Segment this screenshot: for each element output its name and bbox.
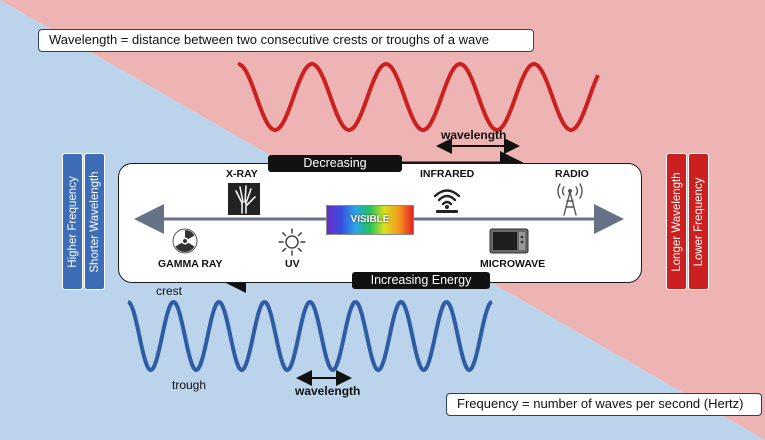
frequency-definition-box: Frequency = number of waves per second (… bbox=[446, 393, 762, 416]
microwave-label: MICROWAVE bbox=[480, 258, 546, 270]
xray-label: X-RAY bbox=[226, 168, 258, 180]
infrared-label: INFRARED bbox=[420, 168, 475, 180]
wavelength-definition-text: Wavelength = distance between two consec… bbox=[49, 32, 489, 47]
visible-spectrum-bar: VISIBLE bbox=[326, 205, 414, 235]
sun-icon bbox=[278, 228, 306, 256]
longer-wavelength-text: Longer Wavelength bbox=[670, 171, 683, 272]
lower-frequency-text: Lower Frequency bbox=[692, 177, 705, 266]
higher-frequency-label: Higher Frequency bbox=[62, 153, 83, 290]
microwave-oven-icon bbox=[489, 228, 529, 254]
top-wavelength-label: wavelength bbox=[441, 128, 507, 142]
xray-hand-icon bbox=[228, 183, 260, 215]
shorter-wavelength-label: Shorter Wavelength bbox=[84, 153, 105, 290]
radio-label: RADIO bbox=[555, 168, 589, 180]
frequency-definition-text: Frequency = number of waves per second (… bbox=[457, 396, 744, 411]
decreasing-energy-label: Decreasing Energy bbox=[268, 155, 402, 187]
red-wave bbox=[237, 61, 600, 133]
blue-wave bbox=[127, 299, 493, 373]
wavelength-definition-box: Wavelength = distance between two consec… bbox=[38, 29, 534, 52]
visible-label: VISIBLE bbox=[350, 214, 390, 225]
trough-label: trough bbox=[172, 378, 207, 392]
lower-frequency-label: Lower Frequency bbox=[688, 153, 709, 290]
radiation-icon bbox=[172, 228, 198, 254]
higher-frequency-text: Higher Frequency bbox=[66, 175, 79, 268]
longer-wavelength-label: Longer Wavelength bbox=[666, 153, 687, 290]
wifi-icon bbox=[433, 189, 461, 213]
crest-label: crest bbox=[156, 284, 183, 298]
uv-label: UV bbox=[285, 258, 300, 270]
increasing-energy-label: Increasing Energy bbox=[352, 272, 490, 289]
shorter-wavelength-text: Shorter Wavelength bbox=[88, 170, 101, 273]
gamma-ray-label: GAMMA RAY bbox=[158, 258, 223, 270]
bottom-wavelength-label: wavelength bbox=[295, 384, 361, 398]
radio-tower-icon bbox=[557, 183, 583, 216]
